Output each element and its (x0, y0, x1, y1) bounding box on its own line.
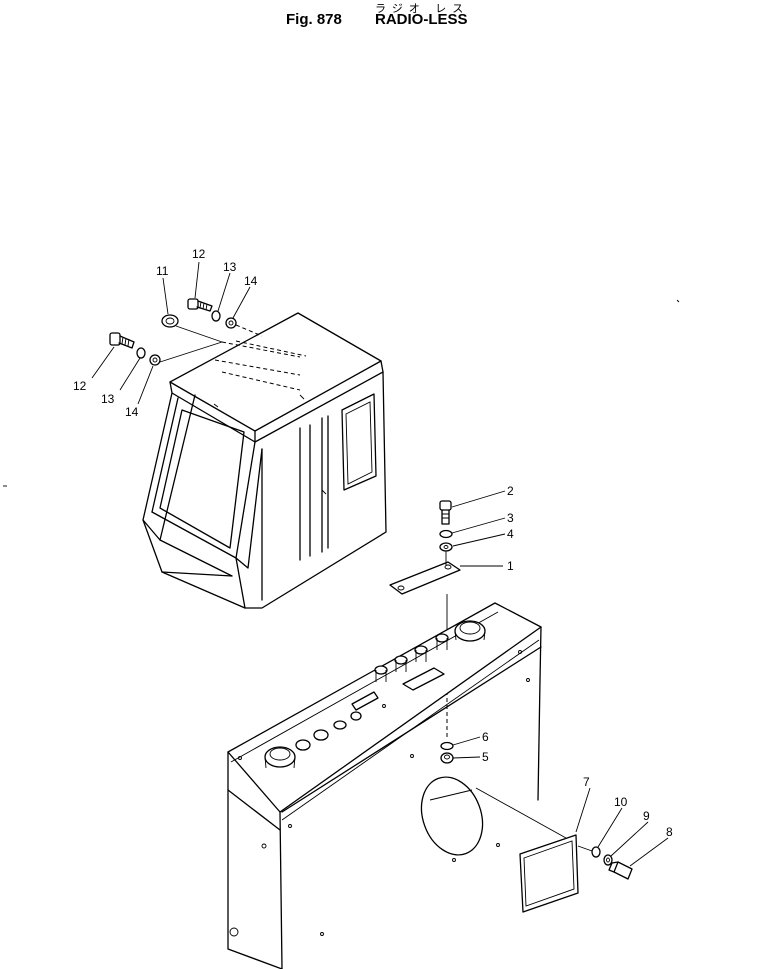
callout-10: 10 (614, 795, 628, 809)
callout-12-lower: 12 (73, 379, 87, 393)
figure-number: Fig. 878 (286, 11, 342, 28)
under-plate-fasteners (440, 736, 481, 764)
round-hole-cover-assembly (519, 787, 669, 913)
roof-fasteners-lower (109, 332, 223, 366)
callout-9: 9 (643, 809, 650, 823)
callout-6: 6 (482, 730, 489, 744)
title-japanese: ラジオ レス (375, 2, 470, 15)
callout-3: 3 (507, 511, 514, 525)
callout-2: 2 (507, 484, 514, 498)
callout-11: 11 (156, 264, 169, 278)
cover-plate-assembly (389, 490, 506, 740)
callout-1: 1 (507, 559, 514, 573)
figure-title: RADIO-LESS (375, 11, 468, 28)
roof-fasteners-upper (161, 298, 263, 343)
stray-mark (676, 299, 680, 303)
callout-4: 4 (507, 527, 514, 541)
callout-13-upper: 13 (223, 260, 237, 274)
callout-14-upper: 14 (244, 274, 258, 288)
callout-12-upper: 12 (192, 247, 206, 261)
callout-8: 8 (666, 825, 673, 839)
callout-5: 5 (482, 750, 489, 764)
callout-13-lower: 13 (101, 392, 115, 406)
console-box (227, 602, 567, 969)
callout-14-lower: 14 (125, 405, 139, 419)
cab-assembly (142, 312, 387, 609)
callout-7: 7 (583, 775, 590, 789)
cab-leader-lines (91, 261, 251, 405)
